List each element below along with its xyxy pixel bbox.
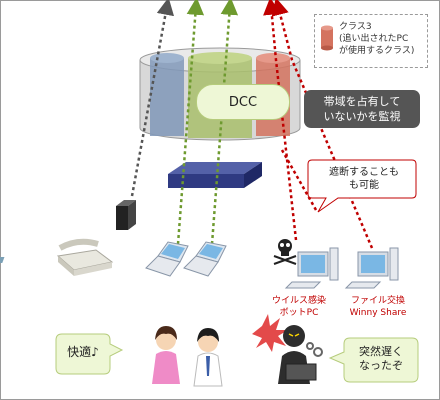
desktop-pc-fileshare [344,247,399,289]
block-note-text: 遮断することも も可能 [329,167,399,191]
laptop-2 [183,241,227,277]
desktop-pc-infected [284,247,339,289]
happy-woman-avatar [152,326,180,384]
comfort-bubble [55,333,124,375]
laptop-1 [145,241,189,277]
happy-man-avatar [193,328,223,387]
network-switch [168,162,262,188]
angry-user-avatar [252,314,323,384]
monitor-box: 帯域を占有して いないかを監視 [304,90,420,128]
block-note-bubble [307,159,417,213]
telephone [0,238,114,276]
legend-box: クラス3 (追い出されたPC が使用するクラス) [314,14,428,68]
class3-legend-icon [321,25,333,51]
slow-bubble-text: 突然遅く なったぞ [359,345,403,372]
router-device [116,200,136,230]
comfort-bubble-text: 快適♪ [67,345,99,359]
dcc-label: DCC [196,84,290,120]
slow-bubble [328,337,419,383]
legend-text: クラス3 (追い出されたPC が使用するクラス) [339,22,415,56]
virus-pc-label: ウイルス感染 ボットPC [271,296,326,318]
skull-icon [273,239,297,265]
fileshare-pc-label: ファイル交換 Winny Share [349,296,407,318]
